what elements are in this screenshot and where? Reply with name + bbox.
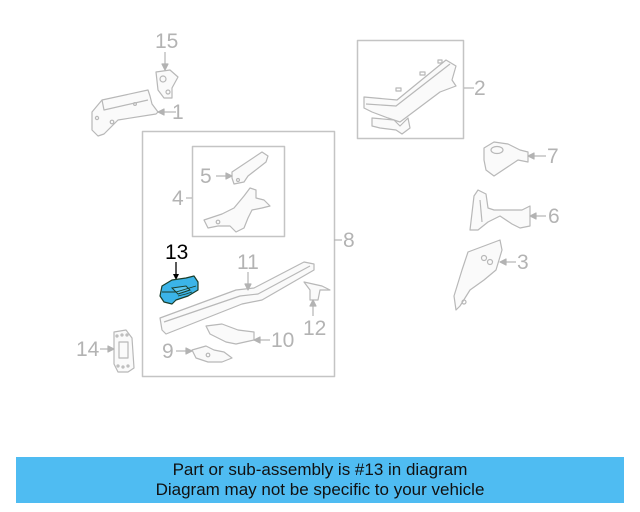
banner-line-part: Part or sub-assembly is #13 in diagram — [172, 460, 468, 479]
callout-14[interactable]: 14 — [76, 338, 100, 361]
callout-7[interactable]: 7 — [547, 145, 559, 168]
part-15-bracket-icon — [155, 69, 179, 99]
part-1-rail-icon — [91, 89, 159, 137]
diagram-artwork — [91, 39, 546, 378]
group-box-2 — [356, 39, 465, 140]
callout-1[interactable]: 1 — [172, 101, 184, 124]
callout-4[interactable]: 4 — [172, 187, 184, 210]
callout-9[interactable]: 9 — [162, 340, 174, 363]
callout-3[interactable]: 3 — [517, 251, 529, 274]
callout-2[interactable]: 2 — [474, 77, 486, 100]
callout-11[interactable]: 11 — [237, 251, 259, 274]
part-3-pillar-icon — [453, 239, 503, 311]
part-13-highlighted-icon — [159, 262, 199, 305]
group-box-4 — [191, 145, 286, 238]
group-box-8 — [141, 130, 336, 378]
part-9-plate-icon — [191, 345, 233, 363]
callout-6[interactable]: 6 — [548, 205, 560, 228]
part-7-bracket-icon — [483, 141, 529, 177]
callout-15[interactable]: 15 — [155, 30, 179, 53]
part-14-plate-icon — [113, 329, 135, 373]
callout-8[interactable]: 8 — [343, 229, 355, 252]
callout-13[interactable]: 13 — [165, 241, 189, 264]
part-2-rail-icon — [363, 59, 457, 135]
parts-diagram: 15 1 2 7 5 4 6 8 13 11 3 12 10 14 9 — [76, 30, 560, 378]
part-4-brace-icon — [203, 187, 271, 233]
part-5-bracket-icon — [231, 151, 269, 185]
part-6-panel-icon — [469, 189, 531, 231]
part-12-clip-icon — [303, 281, 331, 301]
callout-5[interactable]: 5 — [200, 165, 212, 188]
info-banner: Part or sub-assembly is #13 in diagram D… — [16, 457, 624, 503]
callout-10[interactable]: 10 — [271, 329, 295, 352]
part-10-gusset-icon — [205, 323, 255, 345]
callout-12[interactable]: 12 — [303, 317, 327, 340]
banner-line-disclaimer: Diagram may not be specific to your vehi… — [155, 480, 485, 499]
